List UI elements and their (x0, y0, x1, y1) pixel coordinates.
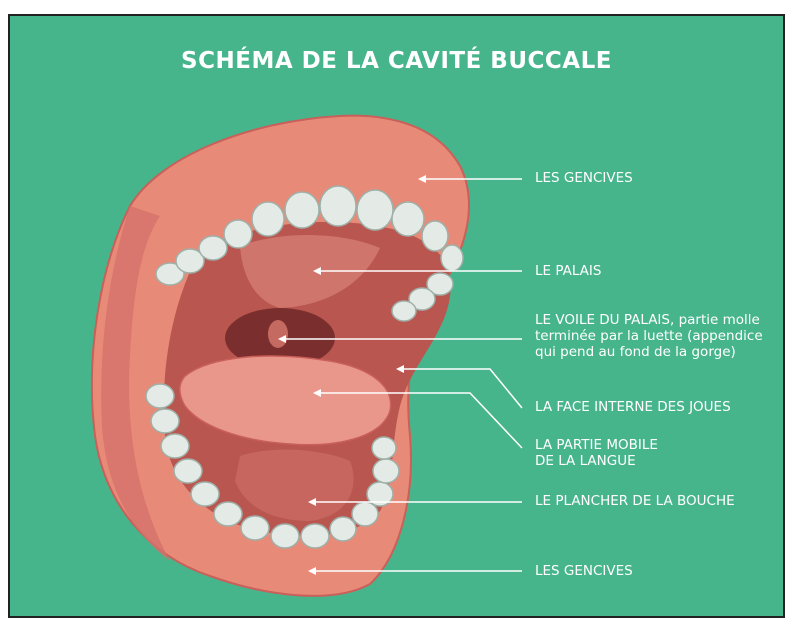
label-gencives-bas: LES GENCIVES (535, 563, 633, 579)
label-langue-line-2: DE LA LANGUE (535, 453, 636, 469)
uvula (268, 320, 288, 348)
cheek-shade (101, 206, 170, 561)
label-plancher-bouche: LE PLANCHER DE LA BOUCHE (535, 493, 735, 509)
floor-shape (235, 449, 354, 521)
upper-teeth (155, 185, 464, 322)
palate-shape (240, 234, 380, 308)
mouth-illustration (90, 114, 523, 597)
tongue-shape (179, 355, 392, 446)
label-voile-du-palais: LE VOILE DU PALAIS, partie molle terminé… (535, 312, 763, 360)
label-face-interne-joues: LA FACE INTERNE DES JOUES (535, 399, 731, 415)
lower-teeth (145, 383, 400, 549)
label-langue-line-1: LA PARTIE MOBILE (535, 437, 658, 453)
label-gencives-haut: LES GENCIVES (535, 170, 633, 186)
label-voile-line-1: LE VOILE DU PALAIS, partie molle (535, 312, 760, 328)
label-palais: LE PALAIS (535, 263, 602, 279)
label-voile-line-2: terminée par la luette (appendice (535, 328, 763, 344)
label-voile-line-3: qui pend au fond de la gorge) (535, 344, 736, 360)
label-partie-mobile-langue: LA PARTIE MOBILE DE LA LANGUE (535, 437, 658, 469)
leader-lines (280, 178, 523, 572)
diagram-panel: SCHÉMA DE LA CAVITÉ BUCCALE LES GENCIVES… (8, 14, 785, 618)
diagram-title: SCHÉMA DE LA CAVITÉ BUCCALE (181, 48, 612, 74)
arrow-heads (278, 175, 426, 575)
